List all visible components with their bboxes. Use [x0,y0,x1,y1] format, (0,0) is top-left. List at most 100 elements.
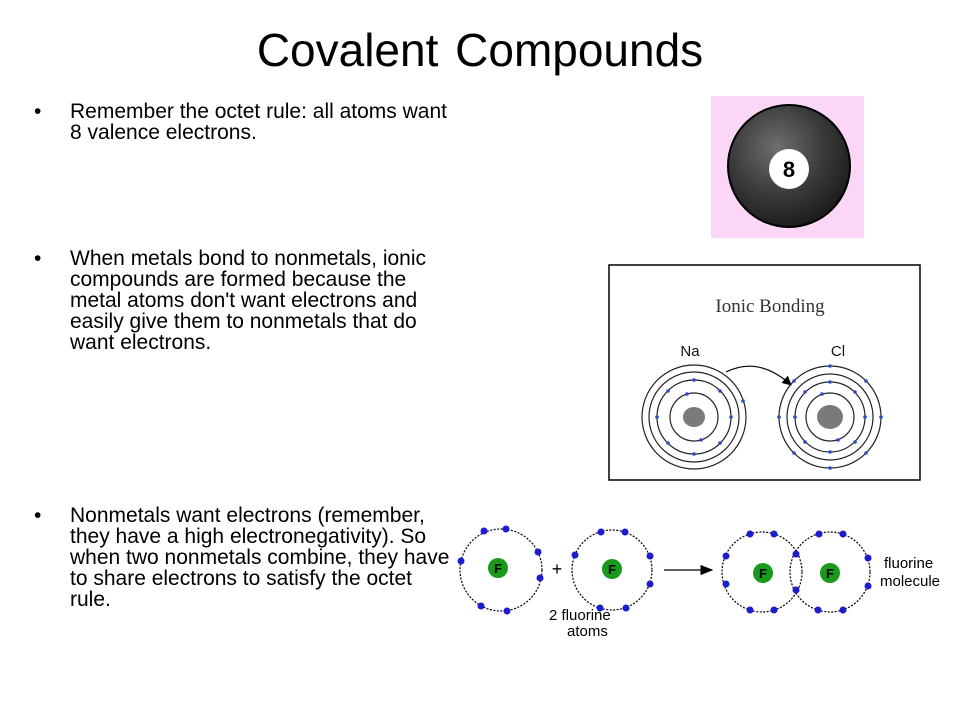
plus-sign: + [552,559,563,579]
sodium-electron [699,438,703,442]
fluorine-electron [814,606,822,614]
bullet-text: Remember the octet rule: all atoms want … [70,100,447,144]
fluorine-electron [746,530,754,538]
fluorine-atom-2: F [571,528,654,612]
chlorine-electron [803,440,807,444]
chlorine-electron [828,450,832,454]
eight-ball-spot [769,149,809,189]
chlorine-electron [864,379,868,383]
sodium-electron [718,441,722,445]
eight-ball-svg: 8 [711,96,864,238]
bullet-marker: • [34,504,42,527]
fluorine-electron [596,604,604,612]
sodium-atom [641,364,747,470]
sodium-electron [718,389,722,393]
fluorine-electron [722,580,730,588]
fluorine-electron [534,548,542,556]
chlorine-label: Cl [831,343,845,360]
sodium-shell-1 [669,392,719,442]
fluorine-electron [477,602,485,610]
fluorine-electron [571,551,579,559]
sodium-electron [655,415,659,419]
sodium-electron [729,415,733,419]
chlorine-nucleus [817,405,843,429]
fluorine-symbol: F [494,561,502,576]
fluorine-electron [503,607,511,615]
fluorine-electron [770,606,778,614]
fluorine-electron [839,606,847,614]
fluorine-electron [646,580,654,588]
fluorine-electron [722,552,730,560]
bullet-text: When metals bond to nonmetals, ionic com… [70,247,427,354]
chlorine-shell-1 [805,392,855,442]
chlorine-shell-3 [786,373,874,461]
chlorine-electron [792,379,796,383]
fluorine-symbol: F [826,566,834,581]
fluorine-electron [792,550,800,558]
fluorine-nucleus [602,559,622,579]
fluorine-electron [480,527,488,535]
fluorine-symbol: F [759,566,767,581]
chlorine-electron [793,415,797,419]
reactant-label-line1: 2 fluorine [549,607,611,624]
fluorine-shell [571,529,653,611]
bullet-marker: • [34,100,42,123]
chlorine-electron [836,438,840,442]
sodium-electron [666,441,670,445]
sodium-label: Na [680,343,700,360]
bullet-text: Nonmetals want electrons (remember, they… [70,504,450,611]
sodium-electron [685,392,689,396]
fluorine-nucleus [820,563,840,583]
chlorine-electron [864,451,868,455]
sodium-nucleus [683,407,705,427]
electron-transfer-arrow [725,365,792,386]
chlorine-electron [828,466,832,470]
ionic-figure-frame [608,264,921,481]
reactant-label-line2: atoms [567,623,608,640]
fluorine-symbol: F [608,562,616,577]
fluorine-electron [770,530,778,538]
fluorine-molecule-svg: F + F 2 fluorine atoms [457,525,940,640]
fluorine-nucleus [753,563,773,583]
eight-ball-image: 8 [711,96,864,238]
chlorine-electron [863,415,867,419]
fluorine-molecule: F F [721,530,872,614]
fluorine-electron [536,574,544,582]
eight-ball-number: 8 [783,157,795,182]
fluorine-electron [864,582,872,590]
chlorine-electron [828,364,832,368]
fluorine-molecule-image: F + F 2 fluorine atoms [450,510,950,650]
sodium-shell-4 [641,364,747,470]
fluorine-electron [864,554,872,562]
product-label-line2: molecule [880,573,940,590]
fluorine-electron [621,528,629,536]
fluorine-shell [721,531,803,613]
chlorine-electron [828,380,832,384]
sodium-shell-3 [648,371,740,463]
ionic-bonding-image: Ionic Bonding Na Cl [608,264,921,481]
fluorine-shell [789,531,871,613]
fluorine-atom-1: F [457,525,544,615]
slide-title: Covalent Compounds [256,24,704,76]
chlorine-electron [879,415,883,419]
fluorine-electron [622,604,630,612]
sodium-electron [741,399,745,403]
product-label-line1: fluorine [884,555,933,572]
chlorine-electron [820,392,824,396]
bullet-marker: • [34,247,42,270]
chlorine-electron [777,415,781,419]
ionic-bonding-svg: Ionic Bonding Na Cl [608,264,921,481]
fluorine-electron [792,586,800,594]
fluorine-electron [457,557,465,565]
fluorine-nucleus [488,558,508,578]
chlorine-electron [792,451,796,455]
ionic-bonding-title: Ionic Bonding [715,296,825,317]
sodium-electron [666,389,670,393]
chlorine-electron [803,390,807,394]
sodium-electron [692,378,696,382]
chlorine-electron [853,440,857,444]
fluorine-electron [746,606,754,614]
chlorine-electron [853,390,857,394]
fluorine-shell [459,528,543,612]
fluorine-electron [839,530,847,538]
